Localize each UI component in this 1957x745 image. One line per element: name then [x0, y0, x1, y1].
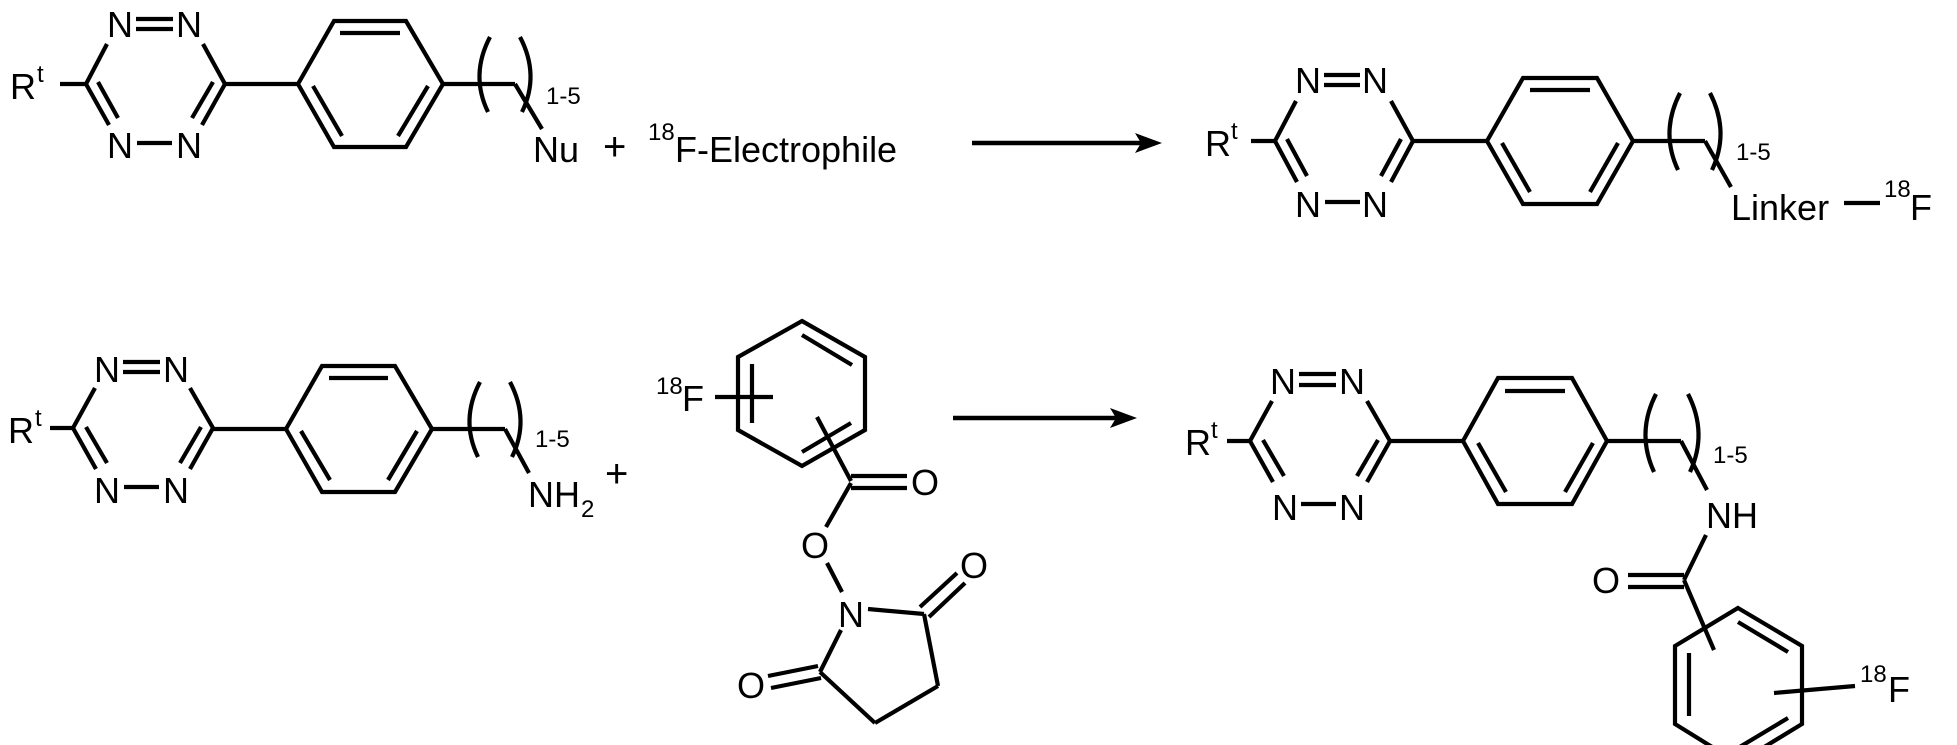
ring-atom-n: N [107, 4, 133, 45]
ring-atom-n: N [1270, 361, 1296, 402]
ring-atom-n: N [176, 4, 202, 45]
repeat-count: 1-5 [1736, 139, 1771, 166]
r-group-superscript: t [37, 61, 44, 88]
ring-atom-n: N [1272, 487, 1298, 528]
r-group-label: R [1205, 123, 1231, 164]
plus-sign: + [603, 125, 626, 169]
ring-atom-n: N [107, 125, 133, 166]
carbonyl-oxygen: O [911, 462, 939, 503]
row1-reactant1-tetrazine-nucleophile: R t N N N N 1-5 Nu [10, 4, 581, 170]
repeat-bracket-left [477, 36, 492, 113]
ring-atom-n: N [94, 349, 120, 390]
imide-oxygen: O [960, 545, 988, 586]
plus-sign: + [605, 452, 628, 496]
isotope-label: 18 [656, 373, 683, 400]
ring-atom-n: N [163, 470, 189, 511]
ring-atom-n: N [1362, 60, 1388, 101]
repeat-bracket-right [508, 381, 523, 458]
row2-reactant2-18f-fluorobenzoate-nhs-ester: 18 F O O N O O [656, 318, 988, 725]
ring-atom-n: N [176, 125, 202, 166]
repeat-count: 1-5 [535, 426, 570, 453]
amide-nh-label: NH [1706, 495, 1758, 536]
isotope-label: 18 [648, 119, 675, 146]
row1-product-tetrazine-linker-18f: R t N N N N 1-5 Linker 18 F [1205, 60, 1932, 228]
repeat-count: 1-5 [546, 83, 581, 110]
imide-nitrogen: N [838, 594, 864, 635]
carbonyl-oxygen: O [1592, 560, 1620, 601]
electrophile-label: F-Electrophile [675, 129, 897, 170]
imide-oxygen: O [737, 665, 765, 706]
isotope-label: 18 [1884, 176, 1911, 203]
r-group-label: R [8, 410, 34, 451]
ring-atom-n: N [94, 470, 120, 511]
repeat-bracket-right [1708, 92, 1723, 171]
repeat-bracket-right [1686, 393, 1701, 473]
r-group-superscript: t [35, 405, 42, 432]
nucleophile-label: Nu [533, 129, 579, 170]
isotope-label: 18 [1860, 661, 1887, 688]
amine-label: NH [528, 474, 580, 515]
row2-reactant1-tetrazine-amine: R t N N N N 1-5 NH 2 [8, 349, 594, 523]
ring-atom-n: N [163, 349, 189, 390]
row2-product-tetrazine-amide-18f: R t N N N N 1-5 NH O 18 [1185, 361, 1910, 745]
fluorine-label: F [682, 378, 704, 419]
ring-atom-n: N [1362, 184, 1388, 225]
repeat-bracket-left [1643, 393, 1658, 473]
row1-reactant2-18f-electrophile: 18 F-Electrophile [648, 119, 897, 170]
repeat-bracket-right [518, 36, 533, 113]
row1-reaction-arrow [972, 133, 1162, 153]
fluorine-label: F [1888, 669, 1910, 710]
ring-atom-n: N [1339, 361, 1365, 402]
r-group-label: R [1185, 422, 1211, 463]
r-group-superscript: t [1231, 118, 1238, 145]
r-group-superscript: t [1211, 417, 1218, 444]
ring-atom-n: N [1339, 487, 1365, 528]
linker-label: Linker [1731, 187, 1829, 228]
amine-subscript: 2 [581, 496, 594, 523]
repeat-bracket-left [1667, 92, 1682, 171]
repeat-bracket-left [467, 381, 482, 458]
ring-atom-n: N [1295, 60, 1321, 101]
repeat-count: 1-5 [1713, 442, 1748, 469]
row2-reaction-arrow [953, 408, 1137, 428]
fluorine-label: F [1910, 187, 1932, 228]
ring-atom-n: N [1295, 184, 1321, 225]
r-group-label: R [10, 66, 36, 107]
ester-oxygen: O [801, 525, 829, 566]
